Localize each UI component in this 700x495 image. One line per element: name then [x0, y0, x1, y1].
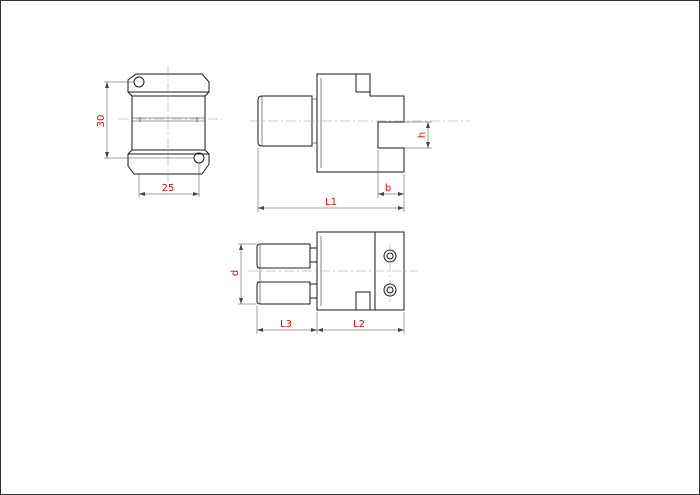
dim-d-arrow-top	[239, 244, 243, 250]
dim-25-arrow-left	[139, 192, 145, 196]
dim-l3-label: L3	[280, 319, 292, 330]
dim-25-arrow-right	[193, 192, 199, 196]
front-view: h b L1	[250, 73, 470, 212]
dim-h-arrow-top	[426, 122, 430, 128]
front-view-body	[316, 73, 405, 173]
dim-b-arrow-left	[378, 192, 384, 196]
dim-30-arrow-bottom	[105, 152, 109, 158]
end-view-hole-top-left	[133, 76, 145, 88]
top-view: d L3 L2	[230, 231, 418, 334]
dim-l3-arrow-right	[311, 328, 317, 332]
top-view-collar-lower	[309, 283, 318, 299]
dim-h-label: h	[417, 132, 428, 138]
dim-l1-label: L1	[325, 197, 337, 208]
top-view-body-notch	[355, 291, 371, 310]
dim-d-arrow-bottom	[239, 298, 243, 304]
top-view-shank-upper	[256, 243, 311, 269]
dim-l1-arrow-left	[258, 206, 264, 210]
dim-b-arrow-right	[398, 192, 404, 196]
dim-h-arrow-bottom	[426, 142, 430, 148]
top-view-collar-upper	[309, 247, 318, 263]
dim-l2-arrow-right	[398, 328, 404, 332]
dim-b-label: b	[385, 183, 391, 194]
dim-25-label: 25	[162, 183, 175, 194]
dim-l2-label: L2	[353, 319, 365, 330]
dim-d-label: d	[230, 270, 241, 276]
dim-l2-arrow-left	[317, 328, 323, 332]
front-view-shank	[257, 95, 313, 147]
top-view-shank-lower	[256, 281, 311, 305]
dim-l1-arrow-right	[398, 206, 404, 210]
dim-l3-arrow-left	[257, 328, 263, 332]
dim-30-label: 30	[96, 115, 107, 128]
end-view: 30 25	[96, 66, 222, 197]
end-view-outline	[127, 73, 210, 175]
dim-30-arrow-top	[105, 82, 109, 88]
